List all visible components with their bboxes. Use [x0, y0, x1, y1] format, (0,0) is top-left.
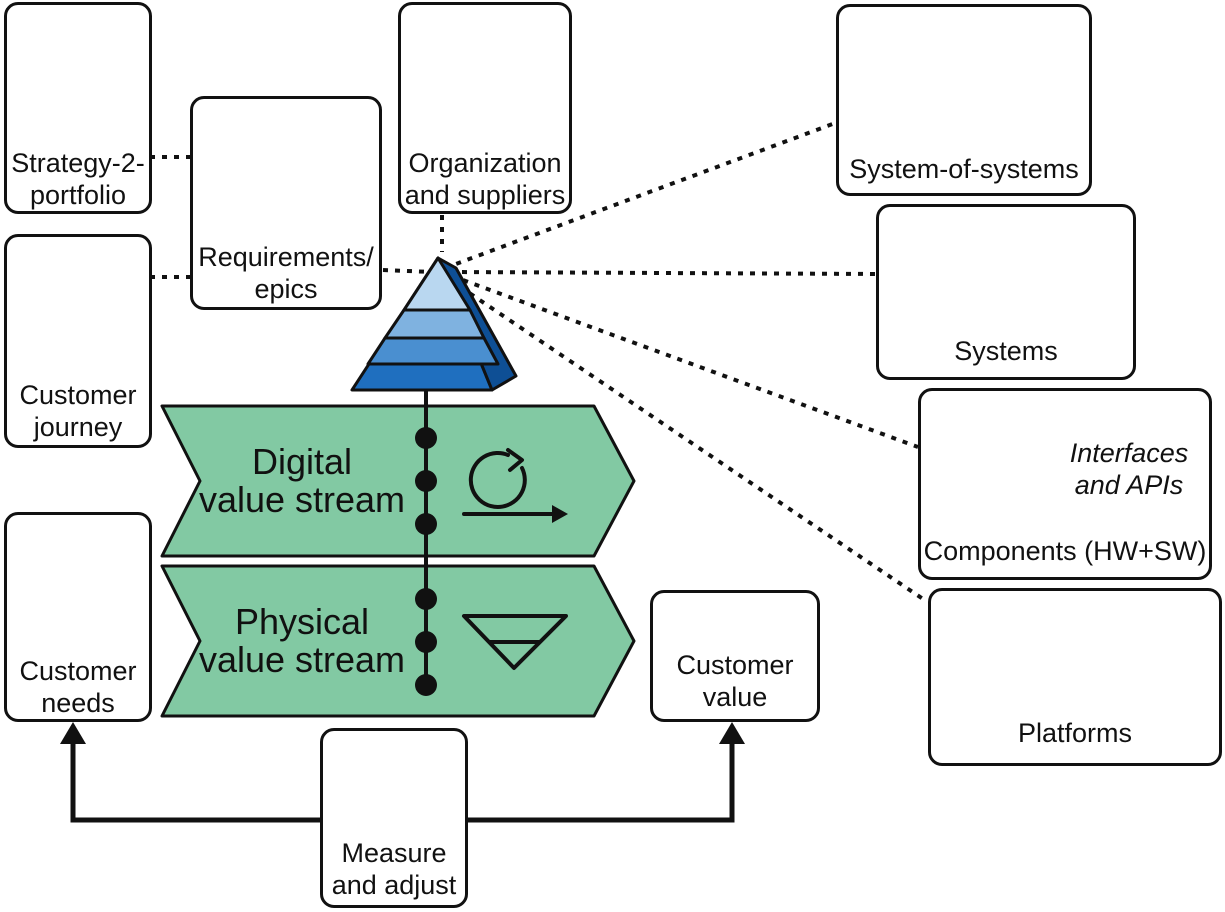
- customer-needs-box: Customer needs: [4, 512, 152, 722]
- pyramid-icon: [350, 256, 518, 392]
- platforms-box: Platforms: [928, 588, 1222, 766]
- systems-box: Systems: [876, 204, 1136, 380]
- arrow-up-right: [719, 722, 745, 744]
- digital-stream-shape: [160, 404, 636, 558]
- strategy-label: Strategy-2- portfolio: [11, 148, 145, 210]
- customer-value-label: Customer value: [676, 650, 794, 712]
- organization-label: Organization and suppliers: [404, 148, 566, 210]
- measure-label: Measure and adjust: [331, 838, 457, 900]
- digital-stream-label: Digital value stream: [198, 441, 406, 520]
- physical-stream-shape: [160, 564, 636, 718]
- dotted-connectors: [150, 120, 928, 603]
- requirements-box: Requirements/ epics: [190, 96, 382, 310]
- organization-box: Organization and suppliers: [398, 2, 572, 214]
- systems-label: Systems: [954, 336, 1058, 366]
- cycle-arrow-icon: [462, 448, 568, 523]
- customer-needs-label: Customer needs: [19, 656, 137, 718]
- components-label: Components (HW+SW): [923, 536, 1207, 566]
- arrow-up-left: [60, 722, 86, 744]
- customer-value-box: Customer value: [650, 590, 820, 722]
- components-box: Interfaces and APIs Components (HW+SW): [918, 388, 1212, 580]
- interfaces-label: Interfaces and APIs: [1069, 438, 1189, 500]
- funnel-icon: [462, 614, 568, 670]
- customer-journey-box: Customer journey: [4, 234, 152, 448]
- stream-timeline: [415, 390, 437, 696]
- platforms-label: Platforms: [1017, 718, 1133, 748]
- measure-box: Measure and adjust: [320, 728, 468, 908]
- customer-journey-label: Customer journey: [19, 380, 137, 442]
- system-of-systems-label: System-of-systems: [849, 154, 1079, 184]
- physical-stream-label: Physical value stream: [198, 601, 406, 680]
- system-of-systems-box: System-of-systems: [836, 4, 1092, 196]
- strategy-box: Strategy-2- portfolio: [4, 2, 152, 214]
- requirements-label: Requirements/ epics: [198, 242, 374, 304]
- feedback-arrows: [70, 740, 735, 823]
